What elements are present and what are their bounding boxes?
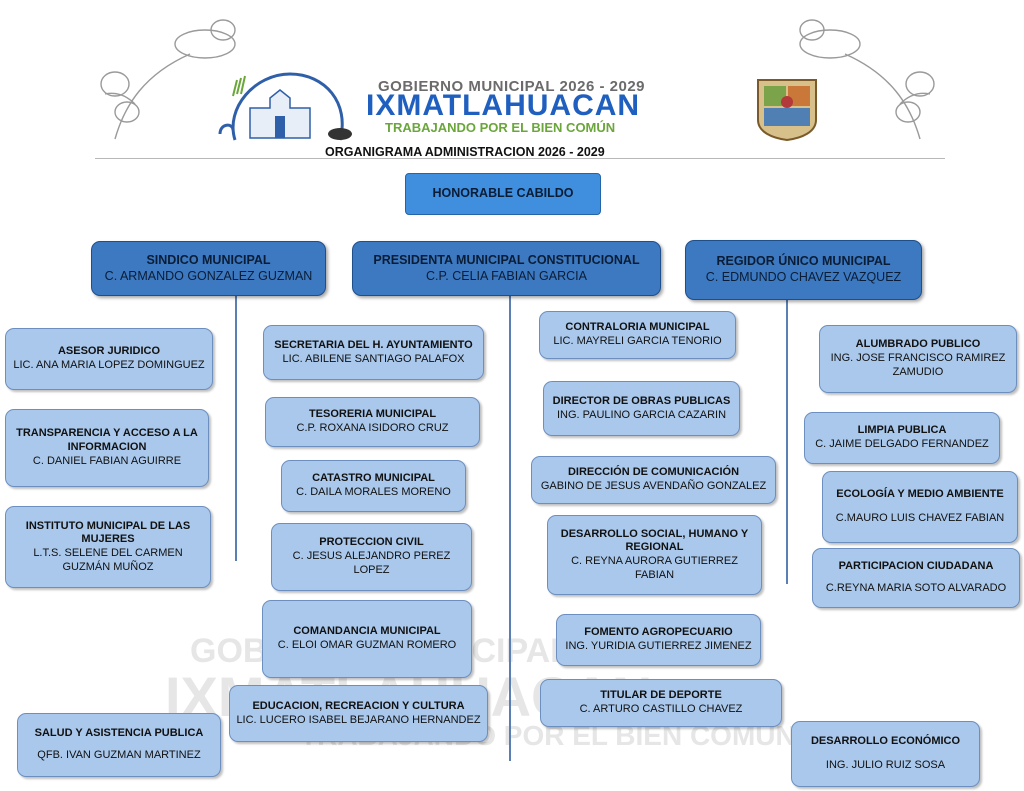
fomento-agropecuario-title: FOMENTO AGROPECUARIO [584, 626, 733, 639]
tesoreria-box: TESORERIA MUNICIPAL C.P. ROXANA ISIDORO … [265, 397, 480, 447]
transparencia-title: TRANSPARENCIA Y ACCESO A LA INFORMACION [16, 427, 198, 454]
catastro-name: C. DAILA MORALES MORENO [296, 486, 451, 498]
tesoreria-name: C.P. ROXANA ISIDORO CRUZ [296, 422, 449, 434]
participacion-ciudadana-box: PARTICIPACION CIUDADANA C.REYNA MARIA SO… [812, 548, 1020, 608]
regidor-name: C. EDMUNDO CHAVEZ VAZQUEZ [705, 270, 902, 284]
fomento-agropecuario-name: ING. YURIDIA GUTIERREZ JIMENEZ [565, 640, 752, 652]
mujeres-name: L.T.S. SELENE DEL CARMEN GUZMÁN MUÑOZ [33, 547, 183, 573]
catastro-box: CATASTRO MUNICIPAL C. DAILA MORALES MORE… [281, 460, 466, 512]
ecologia-name: C.MAURO LUIS CHAVEZ FABIAN [835, 512, 1005, 524]
proteccion-civil-title: PROTECCION CIVIL [319, 536, 424, 549]
header-divider [95, 158, 945, 159]
deporte-title: TITULAR DE DEPORTE [600, 689, 722, 702]
desarrollo-social-name: C. REYNA AURORA GUTIERREZ FABIAN [571, 555, 738, 581]
obras-publicas-name: ING. PAULINO GARCIA CAZARIN [556, 408, 727, 421]
comandancia-name: C. ELOI OMAR GUZMAN ROMERO [277, 639, 457, 651]
mujeres-box: INSTITUTO MUNICIPAL DE LAS MUJERES L.T.S… [5, 506, 211, 588]
comunicacion-box: DIRECCIÓN DE COMUNICACIÓN GABINO DE JESU… [531, 456, 776, 504]
cabildo-title: HONORABLE CABILDO [432, 186, 574, 201]
secretaria-title: SECRETARIA DEL H. AYUNTAMIENTO [274, 338, 473, 351]
proteccion-civil-name: C. JESUS ALEJANDRO PEREZ LOPEZ [292, 550, 451, 576]
chart-title: ORGANIGRAMA ADMINISTRACION 2026 - 2029 [325, 145, 605, 159]
transparencia-name: C. DANIEL FABIAN AGUIRRE [32, 454, 182, 467]
gov-line: GOBIERNO MUNICIPAL 2026 - 2029 [378, 78, 646, 95]
alumbrado-name: ING. JOSE FRANCISCO RAMIREZ ZAMUDIO [830, 352, 1006, 378]
slogan: TRABAJANDO POR EL BIEN COMÚN [385, 120, 616, 135]
asesor-juridico-box: ASESOR JURIDICO LIC. ANA MARIA LOPEZ DOM… [5, 328, 213, 390]
ecologia-title: ECOLOGÍA Y MEDIO AMBIENTE [836, 488, 1004, 501]
cotton-plant-icon [100, 19, 236, 140]
desarrollo-economico-box: DESARROLLO ECONÓMICO ING. JULIO RUIZ SOS… [791, 721, 980, 787]
comandancia-title: COMANDANCIA MUNICIPAL [293, 625, 441, 638]
comunicacion-title: DIRECCIÓN DE COMUNICACIÓN [567, 466, 740, 479]
salud-box: SALUD Y ASISTENCIA PUBLICA QFB. IVAN GUZ… [17, 713, 221, 777]
regidor-title: REGIDOR ÚNICO MUNICIPAL [716, 254, 891, 269]
town-logo-icon [218, 72, 352, 141]
secretaria-box: SECRETARIA DEL H. AYUNTAMIENTO LIC. ABIL… [263, 325, 484, 380]
asesor-juridico-title: ASESOR JURIDICO [57, 345, 161, 358]
participacion-ciudadana-title: PARTICIPACION CIUDADANA [838, 560, 994, 573]
ecologia-box: ECOLOGÍA Y MEDIO AMBIENTE C.MAURO LUIS C… [822, 471, 1018, 543]
sindico-name: C. ARMANDO GONZALEZ GUZMAN [104, 268, 313, 283]
regidor-box: REGIDOR ÚNICO MUNICIPAL C. EDMUNDO CHAVE… [685, 240, 922, 300]
contraloria-box: CONTRALORIA MUNICIPAL LIC. MAYRELI GARCI… [539, 311, 736, 359]
alumbrado-box: ALUMBRADO PUBLICO ING. JOSE FRANCISCO RA… [819, 325, 1017, 393]
presidenta-box: PRESIDENTA MUNICIPAL CONSTITUCIONAL C.P.… [352, 241, 661, 296]
participacion-ciudadana-name: C.REYNA MARIA SOTO ALVARADO [825, 582, 1007, 594]
contraloria-name: LIC. MAYRELI GARCIA TENORIO [553, 335, 722, 347]
limpia-publica-title: LIMPIA PUBLICA [857, 424, 947, 437]
municipal-seal-icon [757, 79, 817, 142]
cabildo-box: HONORABLE CABILDO [405, 173, 601, 215]
presidenta-title: PRESIDENTA MUNICIPAL CONSTITUCIONAL [373, 252, 640, 267]
asesor-juridico-name: LIC. ANA MARIA LOPEZ DOMINGUEZ [13, 359, 205, 371]
connector-left [235, 296, 237, 561]
desarrollo-social-title: DESARROLLO SOCIAL, HUMANO Y REGIONAL [560, 527, 749, 554]
comunicacion-name: GABINO DE JESUS AVENDAÑO GONZALEZ [540, 480, 767, 492]
obras-publicas-box: DIRECTOR DE OBRAS PUBLICAS ING. PAULINO … [543, 381, 740, 436]
town-name: IXMATLAHUACAN [366, 89, 641, 122]
deporte-name: C. ARTURO CASTILLO CHAVEZ [579, 703, 743, 715]
mujeres-title: INSTITUTO MUNICIPAL DE LAS MUJERES [25, 519, 191, 546]
contraloria-title: CONTRALORIA MUNICIPAL [565, 321, 710, 334]
salud-name: QFB. IVAN GUZMAN MARTINEZ [37, 749, 201, 761]
catastro-title: CATASTRO MUNICIPAL [312, 472, 435, 485]
limpia-publica-name: C. JAIME DELGADO FERNANDEZ [815, 438, 989, 450]
tesoreria-title: TESORERIA MUNICIPAL [308, 408, 437, 421]
limpia-publica-box: LIMPIA PUBLICA C. JAIME DELGADO FERNANDE… [804, 412, 1000, 464]
sindico-box: SINDICO MUNICIPAL C. ARMANDO GONZALEZ GU… [91, 241, 326, 296]
transparencia-box: TRANSPARENCIA Y ACCESO A LA INFORMACION … [5, 409, 209, 487]
educacion-name: LIC. LUCERO ISABEL BEJARANO HERNANDEZ [236, 713, 481, 726]
presidenta-name: C.P. CELIA FABIAN GARCIA [426, 268, 587, 283]
secretaria-name: LIC. ABILENE SANTIAGO PALAFOX [282, 352, 465, 365]
educacion-title: EDUCACION, RECREACION Y CULTURA [252, 699, 465, 712]
alumbrado-title: ALUMBRADO PUBLICO [855, 338, 981, 351]
salud-title: SALUD Y ASISTENCIA PUBLICA [34, 727, 204, 740]
connector-right [786, 300, 788, 584]
desarrollo-economico-title: DESARROLLO ECONÓMICO [810, 735, 961, 748]
obras-publicas-title: DIRECTOR DE OBRAS PUBLICAS [552, 394, 731, 407]
desarrollo-economico-name: ING. JULIO RUIZ SOSA [825, 759, 946, 771]
proteccion-civil-box: PROTECCION CIVIL C. JESUS ALEJANDRO PERE… [271, 523, 472, 591]
sindico-title: SINDICO MUNICIPAL [146, 252, 271, 267]
cotton-plant-icon-right [799, 19, 935, 140]
fomento-agropecuario-box: FOMENTO AGROPECUARIO ING. YURIDIA GUTIER… [556, 614, 761, 666]
educacion-box: EDUCACION, RECREACION Y CULTURA LIC. LUC… [229, 685, 488, 742]
connector-center [509, 296, 511, 761]
deporte-box: TITULAR DE DEPORTE C. ARTURO CASTILLO CH… [540, 679, 782, 727]
desarrollo-social-box: DESARROLLO SOCIAL, HUMANO Y REGIONAL C. … [547, 515, 762, 595]
comandancia-box: COMANDANCIA MUNICIPAL C. ELOI OMAR GUZMA… [262, 600, 472, 678]
